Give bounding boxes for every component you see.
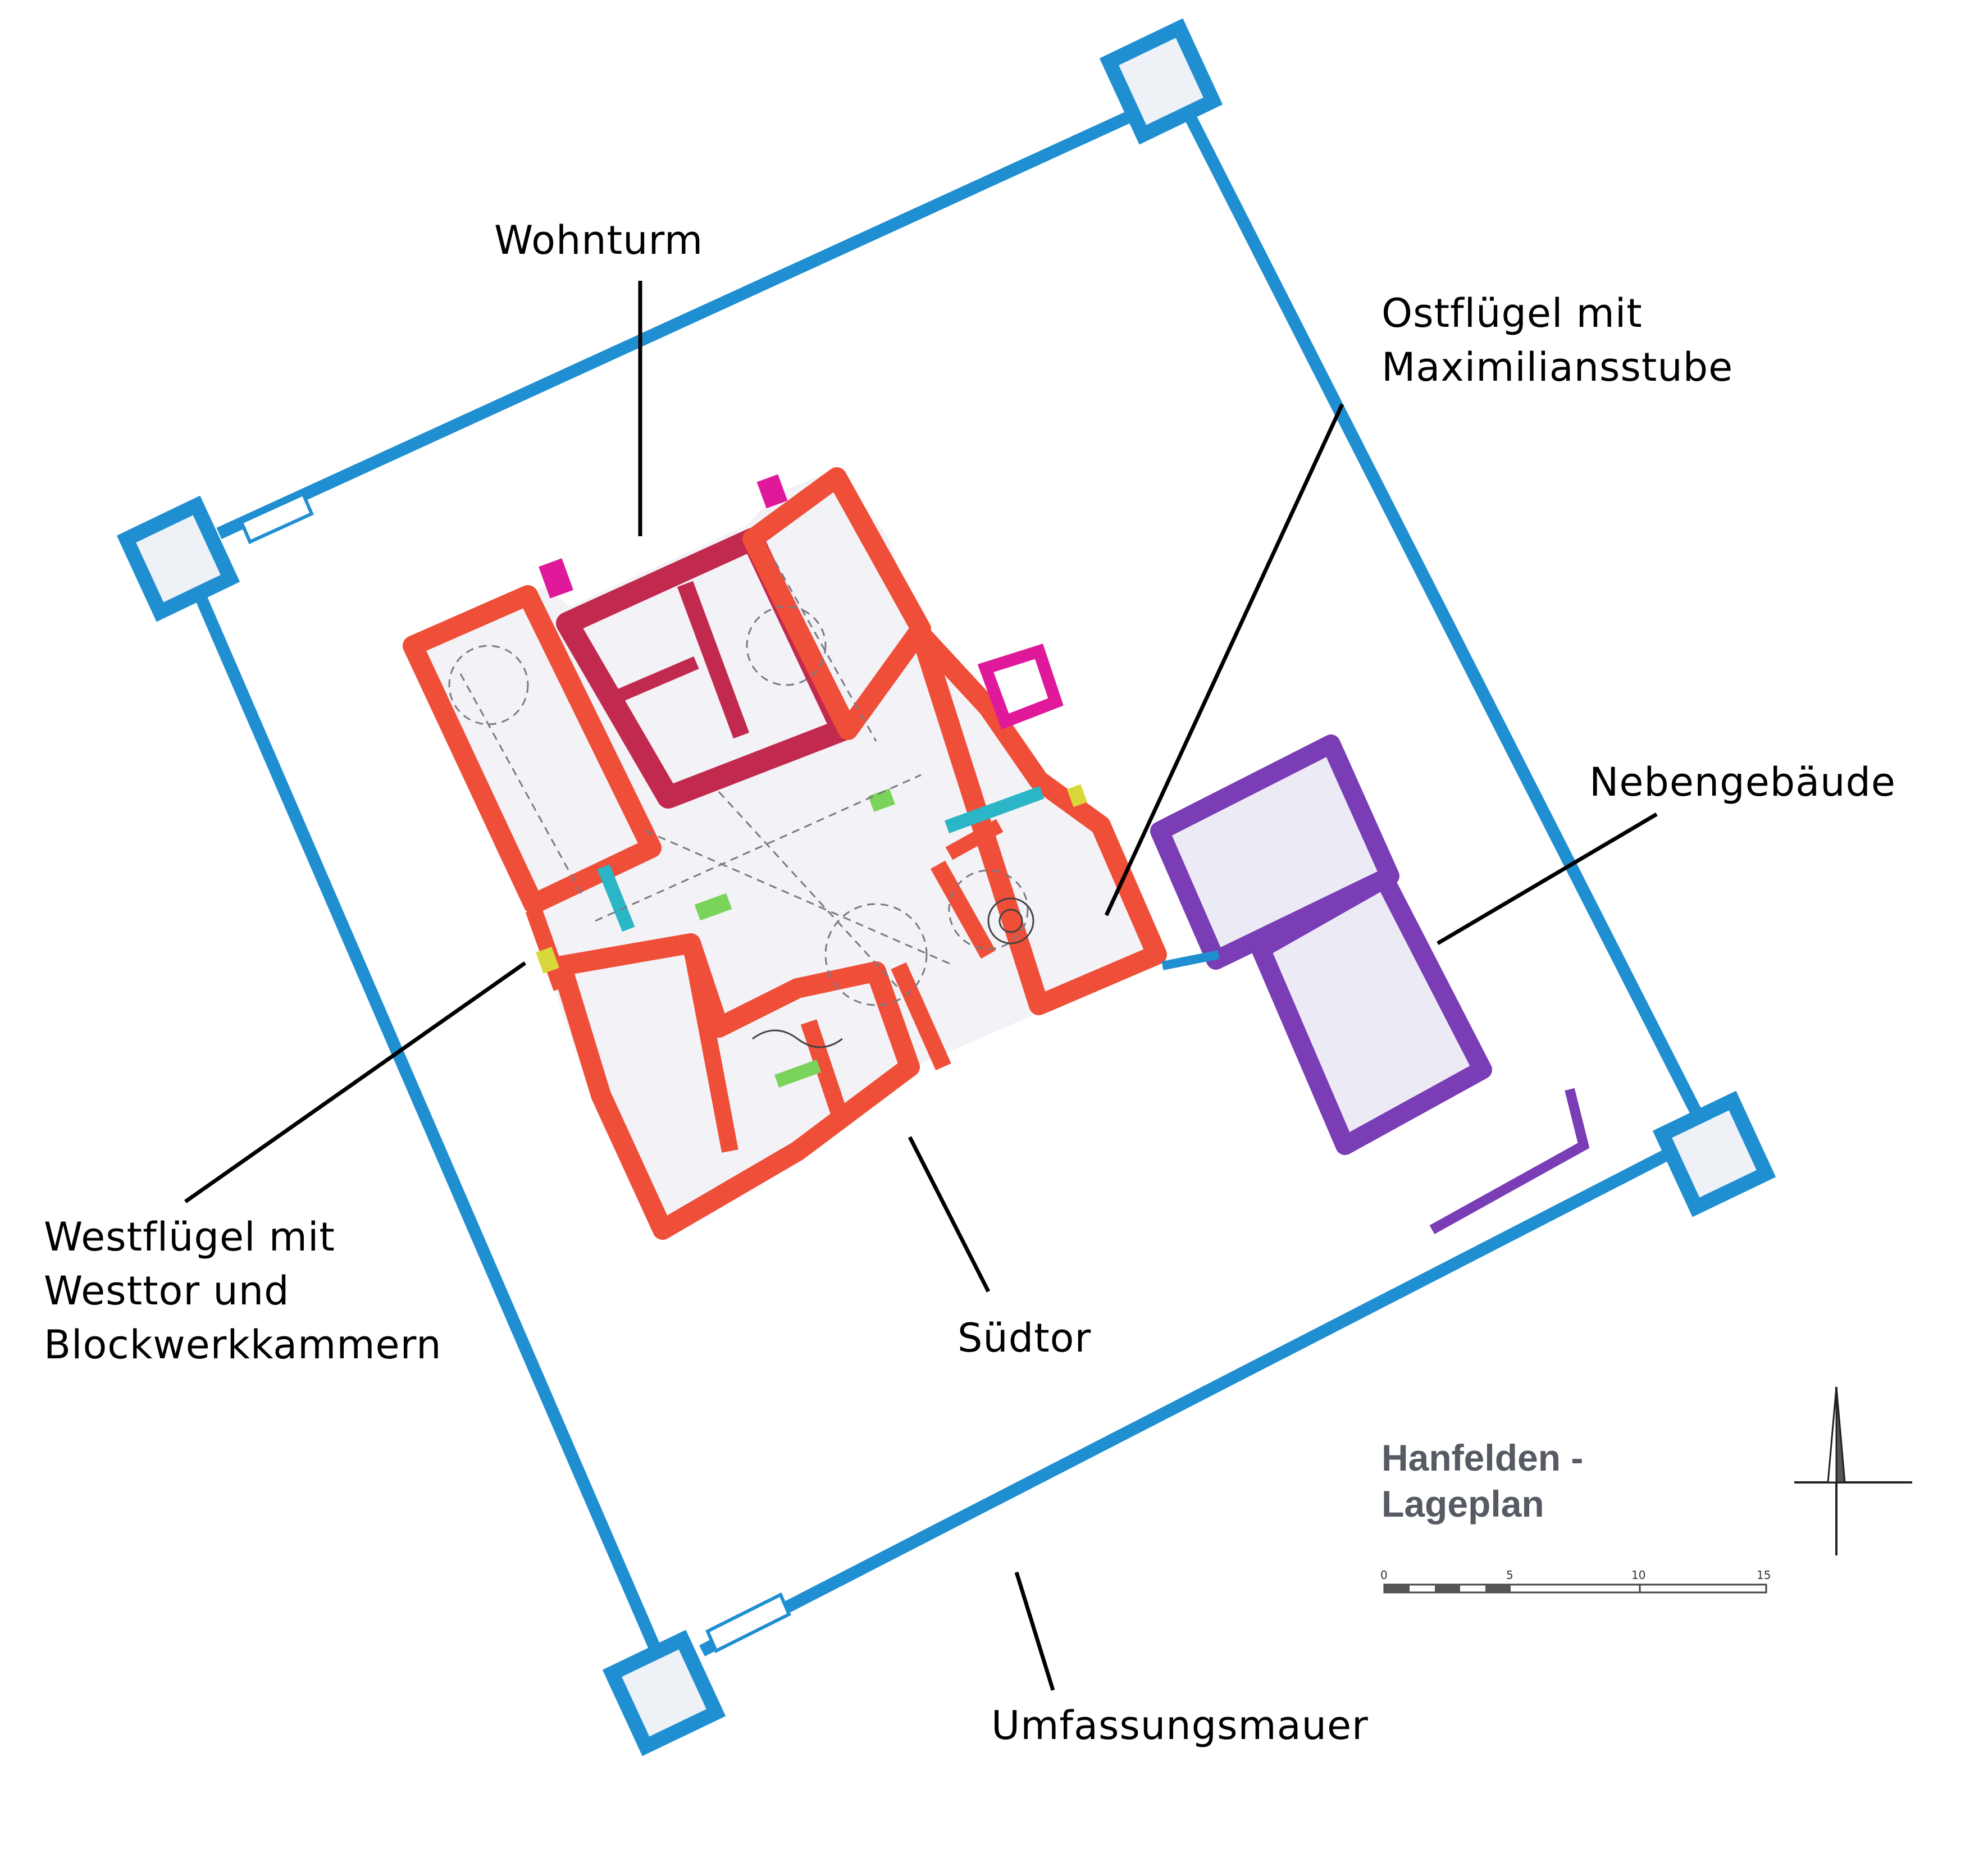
leader-umfassungsmauer bbox=[1014, 1571, 1055, 1691]
label-ostfluegel-line1: Ostflügel mit bbox=[1381, 290, 1643, 336]
map-title-line1: Hanfelden - bbox=[1381, 1437, 1584, 1478]
label-westfluegel: Westflügel mit Westtor und Blockwerkkamm… bbox=[44, 1210, 442, 1372]
label-umfassungsmauer: Umfassungsmauer bbox=[991, 1703, 1369, 1749]
label-ostfluegel: Ostflügel mit Maximiliansstube bbox=[1381, 286, 1733, 394]
annex-building bbox=[1150, 734, 1590, 1234]
label-westfluegel-line2: Westtor und bbox=[44, 1268, 290, 1314]
leader-nebengebaeude bbox=[1437, 812, 1658, 946]
corner-tower-nw bbox=[116, 495, 240, 622]
label-wohnturm: Wohnturm bbox=[494, 217, 704, 263]
label-westfluegel-line3: Blockwerkkammern bbox=[44, 1322, 442, 1368]
scale-tick-5: 5 bbox=[1506, 1568, 1513, 1582]
scale-bar: 0 5 10 15 bbox=[1380, 1568, 1771, 1594]
label-suedtor: Südtor bbox=[957, 1315, 1092, 1361]
corner-tower-ne bbox=[1099, 18, 1223, 145]
label-nebengebaeude: Nebengebäude bbox=[1589, 759, 1896, 805]
map-title: Hanfelden - Lageplan bbox=[1381, 1435, 1583, 1527]
scale-tick-0: 0 bbox=[1380, 1568, 1388, 1582]
corner-towers bbox=[116, 18, 1776, 1756]
enclosure-wall bbox=[179, 101, 1702, 1682]
north-arrow-icon bbox=[1794, 1386, 1912, 1555]
leader-suedtor bbox=[908, 1136, 991, 1293]
scale-tick-10: 10 bbox=[1631, 1568, 1645, 1582]
enclosure-openings bbox=[239, 492, 791, 1654]
corner-tower-sw bbox=[602, 1630, 726, 1756]
label-westfluegel-line1: Westflügel mit bbox=[44, 1214, 335, 1260]
map-title-line2: Lageplan bbox=[1381, 1483, 1544, 1525]
scale-tick-15: 15 bbox=[1757, 1568, 1771, 1582]
label-ostfluegel-line2: Maximiliansstube bbox=[1381, 344, 1734, 390]
leader-westfluegel bbox=[184, 961, 527, 1203]
corner-tower-se bbox=[1652, 1090, 1776, 1217]
main-building bbox=[403, 467, 1167, 1240]
leader-lines bbox=[184, 281, 1658, 1691]
leader-ostfluegel bbox=[1104, 403, 1344, 916]
